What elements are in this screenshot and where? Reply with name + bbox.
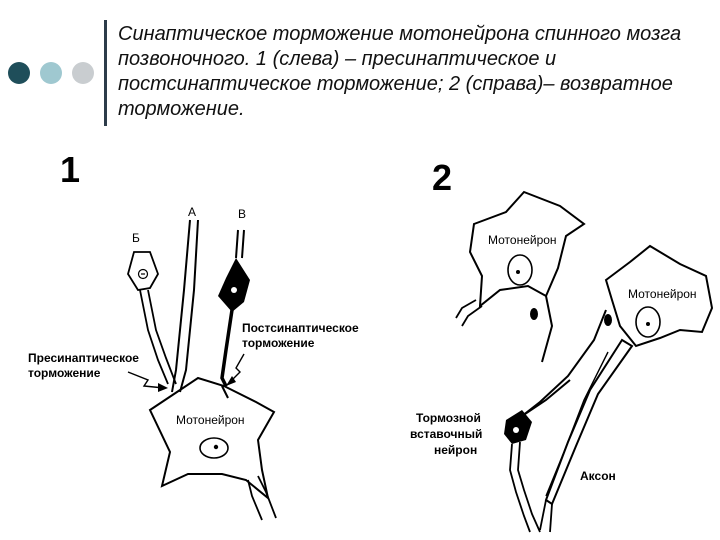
- decorative-dots: [8, 62, 98, 88]
- label-motoneuron-left: Мотонейрон: [176, 413, 245, 427]
- label-inhibitory-line2: вставочный: [410, 427, 482, 441]
- label-axon: Аксон: [580, 469, 616, 483]
- motoneuron-top-body: [468, 190, 586, 309]
- label-inhibitory-line3: нейрон: [434, 443, 477, 457]
- inhibitory-interneuron: [504, 410, 532, 444]
- presynaptic-arrow: [127, 371, 165, 389]
- label-postsynaptic-line1: Постсинаптическое: [242, 321, 359, 335]
- label-presynaptic-line1: Пресинаптическое: [28, 351, 139, 365]
- title-divider: [104, 20, 107, 126]
- dot-dark: [8, 62, 30, 84]
- dot-grey: [72, 62, 94, 84]
- figure2-number: 2: [432, 157, 452, 198]
- label-motoneuron-right: Мотонейрон: [628, 287, 697, 301]
- label-postsynaptic-line2: торможение: [242, 336, 315, 350]
- fiber-a: [171, 219, 199, 393]
- inhibitory-neuron-v: [218, 258, 250, 312]
- slide-title: Синаптическое торможение мотонейрона спи…: [118, 23, 682, 120]
- figure1-number: 1: [60, 149, 80, 190]
- label-motoneuron-top: Мотонейрон: [488, 233, 557, 247]
- label-presynaptic-line2: торможение: [28, 366, 101, 380]
- dot-light-blue: [40, 62, 62, 84]
- synaptic-inhibition-diagram: 1 А Б В Постсинаптическое торможение Пре…: [28, 149, 714, 533]
- label-v: В: [238, 207, 246, 221]
- motoneuron-top-nucleus: [507, 254, 533, 286]
- motoneuron-right-body: [604, 244, 714, 348]
- label-b: Б: [132, 231, 140, 245]
- motoneuron-left-nucleus: [199, 437, 229, 459]
- label-a: А: [188, 205, 196, 219]
- label-inhibitory-line1: Тормозной: [416, 411, 481, 425]
